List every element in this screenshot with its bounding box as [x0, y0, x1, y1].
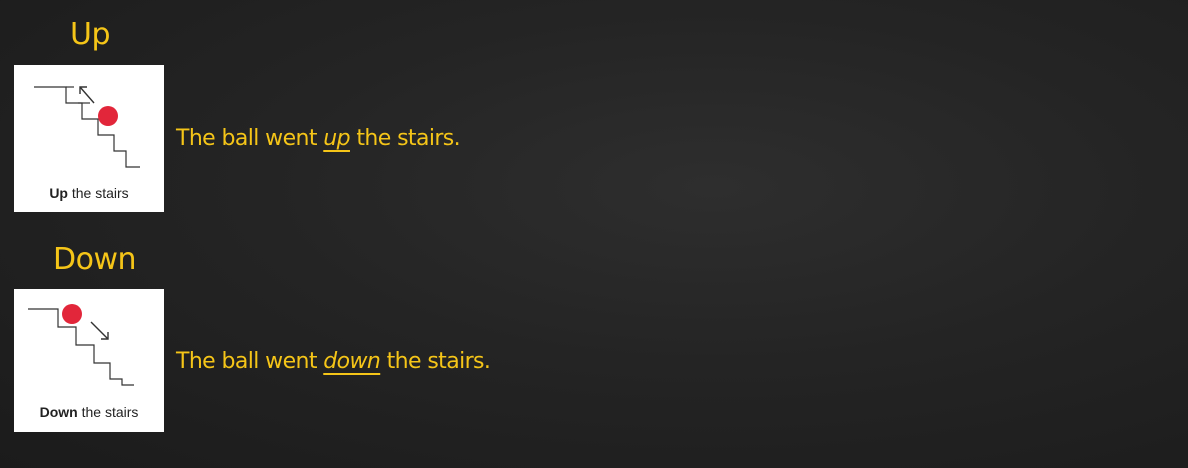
stairs-icon — [34, 86, 140, 168]
stairs-icon — [28, 308, 134, 386]
title-down: Down — [53, 242, 137, 277]
sentence-up: The ball went up the stairs. — [176, 126, 461, 151]
title-up: Up — [70, 17, 111, 52]
sentence-down: The ball went down the stairs. — [176, 349, 491, 374]
card-caption-up: Up the stairs — [49, 185, 129, 201]
keyword-down: down — [323, 349, 381, 374]
arrow-up-left-icon — [79, 86, 95, 104]
down-the-stairs-card: Down the stairs — [14, 289, 164, 432]
up-the-stairs-card: Up the stairs — [14, 65, 164, 212]
card-caption-down: Down the stairs — [39, 404, 139, 420]
red-ball-icon — [98, 106, 118, 126]
stairs-up-illustration — [34, 86, 140, 168]
red-ball-icon — [62, 304, 82, 324]
arrow-down-right-icon — [90, 321, 109, 340]
stairs-down-illustration — [28, 304, 134, 386]
keyword-up: up — [323, 126, 350, 151]
